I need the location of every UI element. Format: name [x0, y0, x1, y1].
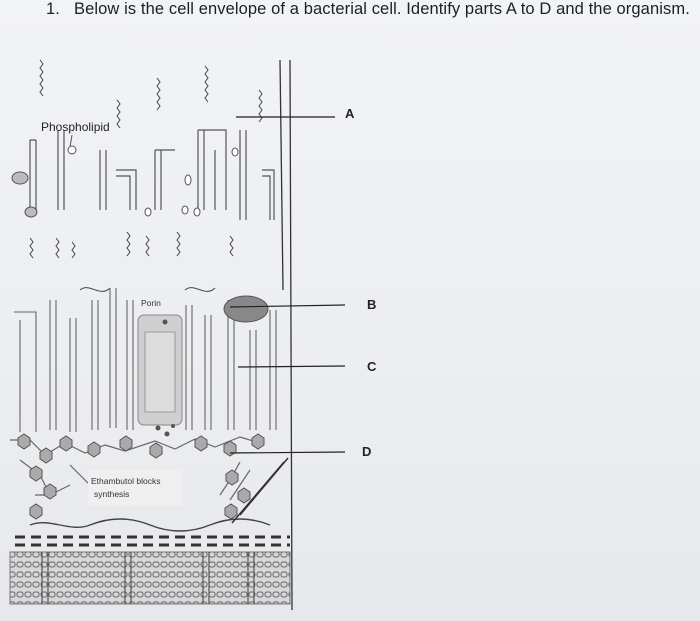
pointer-label-d: D	[362, 444, 371, 459]
plasma-membrane	[9, 551, 291, 605]
phospholipid-heads	[67, 145, 239, 217]
peptidoglycan-line	[29, 518, 271, 532]
sugar-units	[17, 433, 265, 520]
question-prompt: Below is the cell envelope of a bacteria…	[74, 0, 690, 18]
question-number: 1.	[46, 0, 60, 18]
mycolic-acid-layer	[14, 288, 277, 432]
peptidoglycan-dashes	[15, 535, 290, 547]
phospholipid-label: Phospholipid	[41, 120, 110, 134]
lipid-tails-top	[39, 59, 263, 129]
lipid-tails-middle	[29, 231, 234, 292]
porin-channel	[137, 314, 183, 437]
diagonal-marker	[231, 457, 289, 524]
membrane-channels	[41, 552, 255, 604]
pointer-label-a: A	[345, 106, 355, 121]
outer-membrane-lipids	[29, 129, 275, 220]
porin-label: Porin	[141, 298, 161, 308]
question-text: 1. Below is the cell envelope of a bacter…	[46, 0, 690, 19]
ethambutol-label-line2: synthesis	[94, 489, 129, 499]
envelope-boundary-lines	[279, 59, 293, 611]
pointer-label-c: C	[367, 359, 377, 374]
membrane-protein	[223, 295, 269, 323]
pointer-label-b: B	[367, 297, 376, 312]
left-edge-heads	[11, 171, 38, 218]
ethambutol-label-box	[88, 470, 182, 506]
ethambutol-label-line1: Ethambutol blocks	[91, 476, 160, 486]
pointer-lines	[229, 116, 346, 454]
